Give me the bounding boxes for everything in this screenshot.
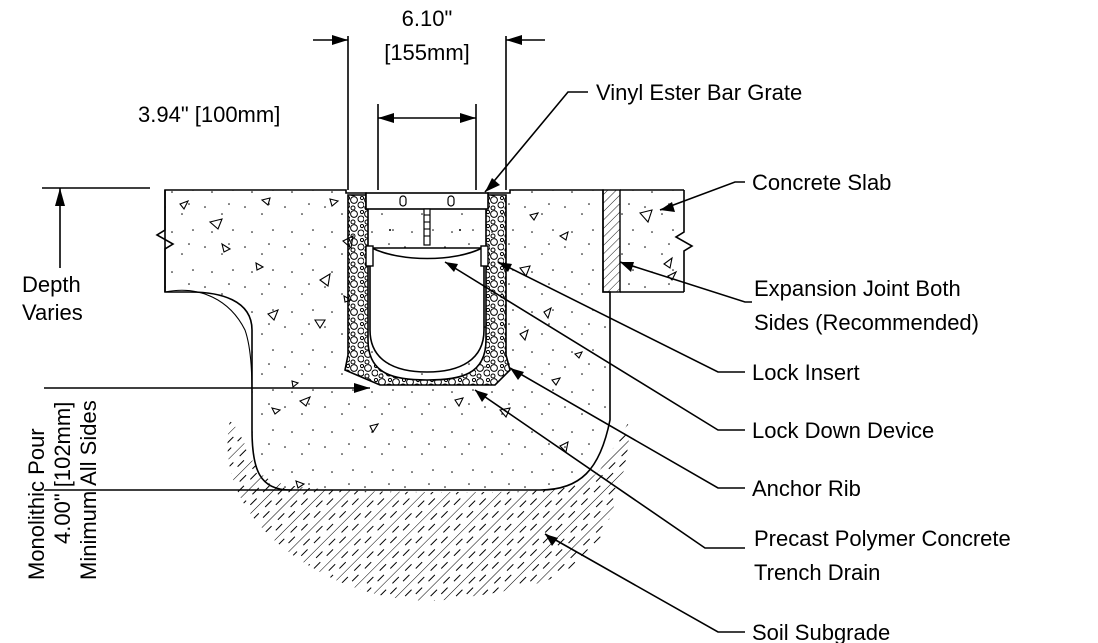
leader-lock-down: [444, 261, 745, 431]
depth-label: Depth: [22, 272, 81, 297]
callout-grate: Vinyl Ester Bar Grate: [596, 80, 802, 105]
lock-insert-right: [480, 245, 489, 267]
aggregate-triangles: [179, 197, 678, 489]
callout-soil: Soil Subgrade: [752, 620, 890, 643]
top-width-mm-label: [155mm]: [384, 40, 470, 65]
lock-insert-left: [365, 245, 374, 267]
callout-expansion-1: Expansion Joint Both: [754, 276, 961, 301]
top-width-dim-label: 6.10": [402, 6, 453, 31]
callout-lock-insert: Lock Insert: [752, 360, 860, 385]
soil-subgrade-hatch: [227, 420, 630, 601]
callout-anchor-rib: Anchor Rib: [752, 476, 861, 501]
trench-drain-body: [344, 194, 511, 386]
monolithic-pour-label: Monolithic Pour: [24, 428, 49, 580]
callout-expansion-2: Sides (Recommended): [754, 310, 979, 335]
callout-slab: Concrete Slab: [752, 170, 891, 195]
expansion-joint: [602, 189, 621, 293]
channel-interior: [369, 247, 485, 373]
leader-grate: [484, 91, 588, 193]
lock-bolt: [423, 208, 431, 246]
bar-grate: [365, 192, 489, 210]
minimum-all-sides-label: Minimum All Sides: [76, 400, 101, 580]
side-clearance-label: 3.94" [100mm]: [138, 102, 280, 127]
callout-lock-down: Lock Down Device: [752, 418, 934, 443]
callout-precast-2: Trench Drain: [754, 560, 880, 585]
lock-down-bar: [371, 247, 483, 260]
leader-anchor-rib: [509, 367, 745, 489]
leader-expansion: [619, 261, 752, 303]
leader-precast: [474, 389, 745, 549]
callout-precast-1: Precast Polymer Concrete: [754, 526, 1011, 551]
monolithic-dim-label: 4.00" [102mm]: [50, 402, 75, 544]
varies-label: Varies: [22, 300, 83, 325]
leader-soil: [544, 533, 745, 633]
leader-slab: [659, 181, 745, 211]
leader-lock-insert: [497, 261, 745, 373]
